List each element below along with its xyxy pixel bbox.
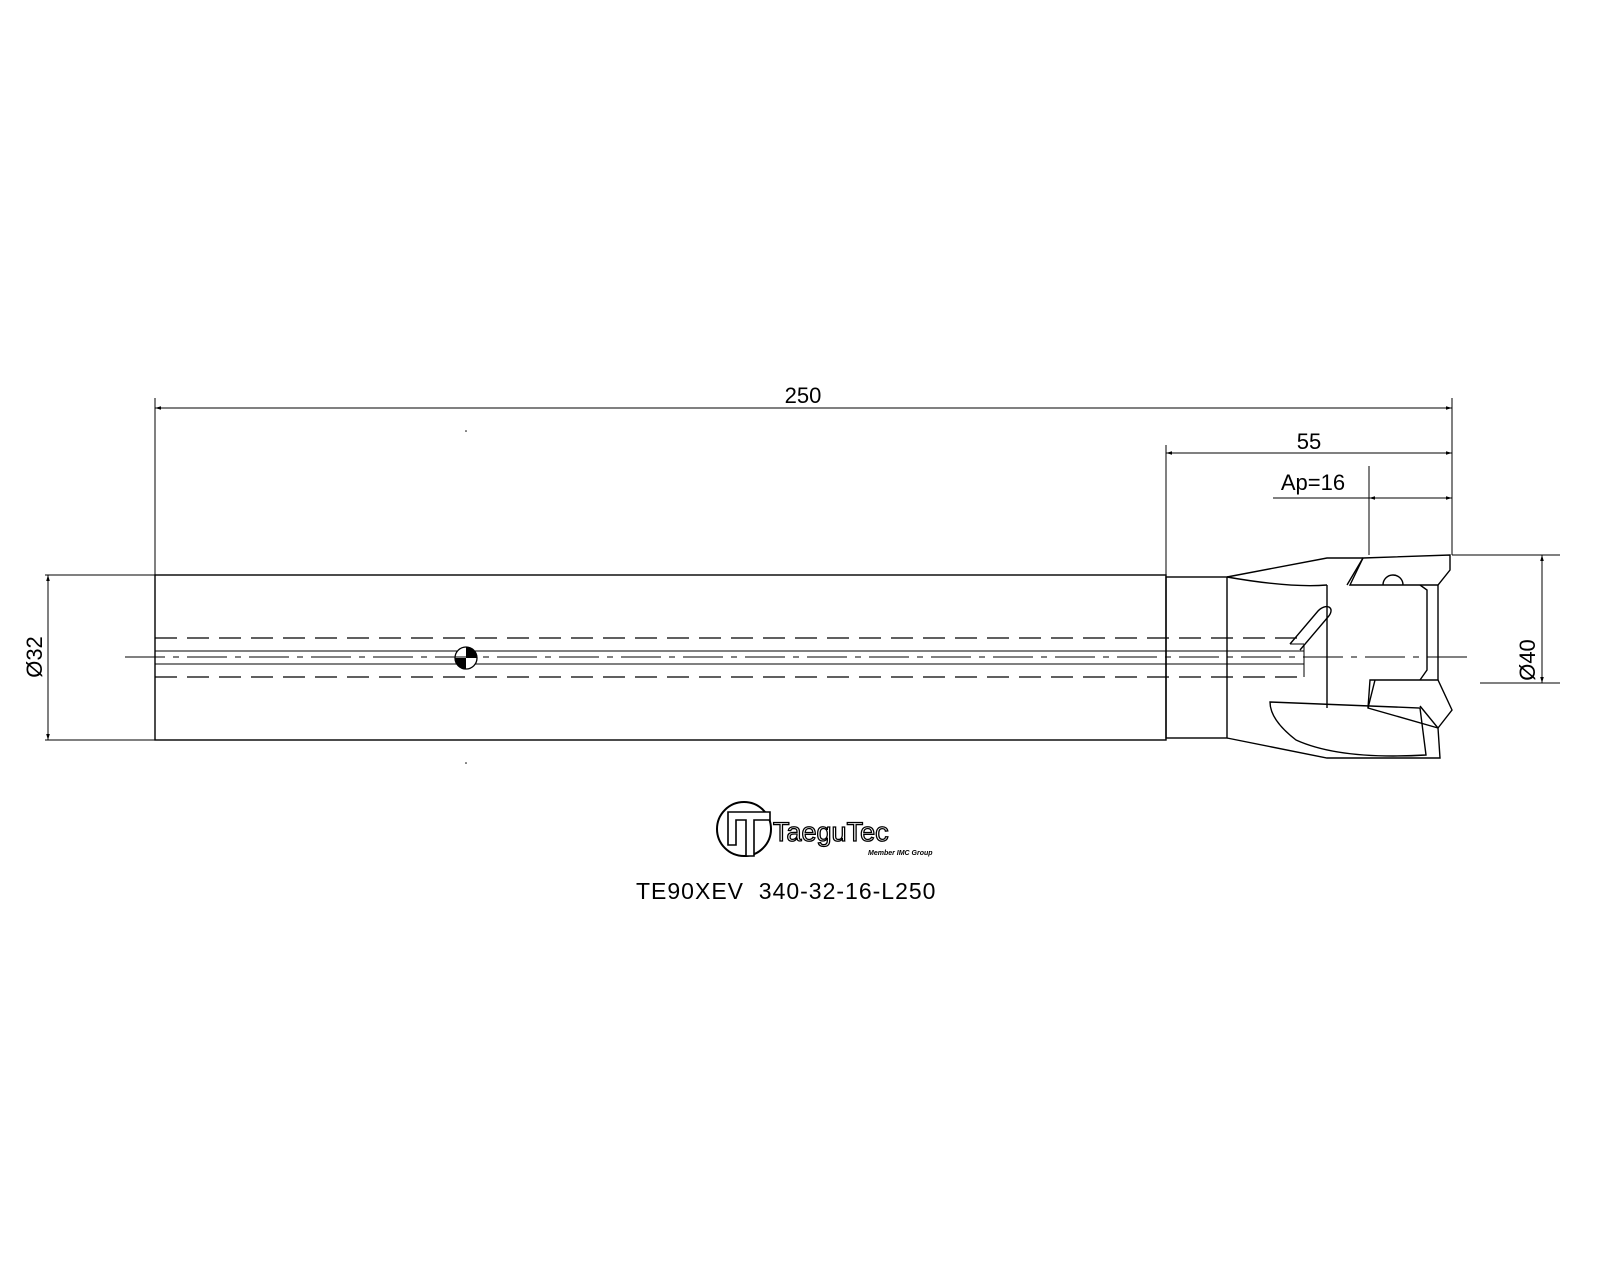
- center-of-gravity-symbol: [454, 646, 478, 670]
- dimension-depth-of-cut: Ap=16: [1273, 466, 1452, 555]
- dimension-shank-diameter: Ø32: [22, 574, 155, 741]
- dimension-overall-length: 250: [154, 383, 1453, 575]
- brand-tagline: Member IMC Group: [868, 850, 933, 857]
- tool-shank: [154, 430, 1304, 764]
- depth-of-cut-label: Ap=16: [1281, 470, 1345, 495]
- dimension-head-length: 55: [1165, 429, 1452, 575]
- dimension-cutting-diameter: Ø40: [1452, 554, 1560, 684]
- cutter-head: [1226, 554, 1453, 759]
- taegutec-logo: TaeguTec Member IMC Group: [716, 801, 933, 857]
- model-designation: TE90XEV 340-32-16-L250: [636, 878, 936, 904]
- shank-diameter-label: Ø32: [22, 636, 47, 678]
- overall-length-label: 250: [785, 383, 822, 408]
- brand-name: TaeguTec: [773, 817, 889, 847]
- head-length-label: 55: [1297, 429, 1321, 454]
- taegutec-logo-icon: [716, 801, 772, 857]
- cutting-diameter-label: Ø40: [1515, 639, 1540, 681]
